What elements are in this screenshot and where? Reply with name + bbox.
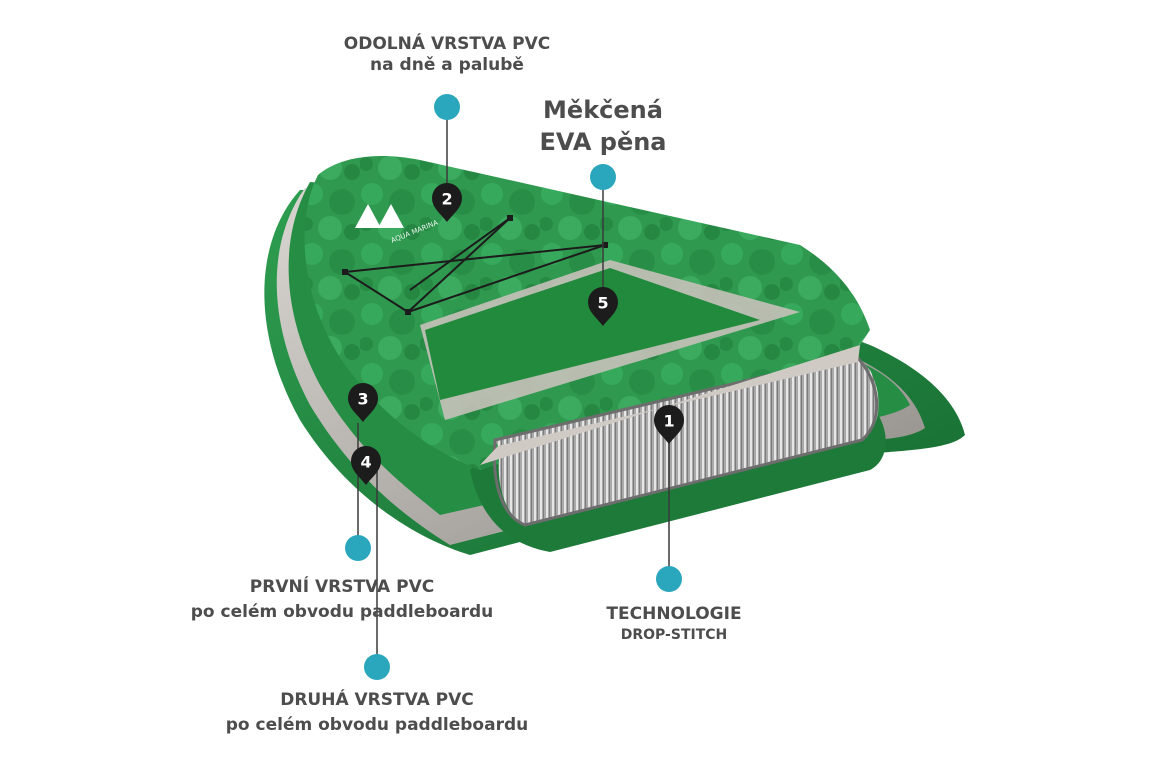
- marker-pin-1: 1: [654, 405, 684, 444]
- label-druha-vrstva: DRUHÁ VRSTVA PVC po celém obvodu paddleb…: [226, 688, 528, 737]
- label-tech-title: TECHNOLOGIE: [606, 604, 742, 624]
- marker-number-4: 4: [360, 453, 371, 472]
- label-prvni-subtitle: po celém obvodu paddleboardu: [190, 601, 494, 622]
- callout-dot-prvni: [345, 535, 371, 561]
- callout-dot-tech: [656, 566, 682, 592]
- label-mekcena-title: Měkčená: [543, 96, 663, 124]
- bungee-cords: [344, 217, 606, 313]
- label-druha-title: DRUHÁ VRSTVA PVC: [280, 690, 474, 710]
- bungee-anchors: [342, 215, 608, 315]
- marker-number-5: 5: [597, 294, 608, 313]
- core-top-skin: [480, 345, 860, 465]
- label-prvni-title: PRVNÍ VRSTVA PVC: [249, 577, 435, 597]
- callout-dot-druha: [364, 654, 390, 680]
- marker-pin-5: 5: [588, 287, 618, 326]
- label-mekcena-subtitle: EVA pěna: [539, 128, 667, 157]
- marker-number-2: 2: [441, 190, 452, 209]
- label-odolna-vrstva: ODOLNÁ VRSTVA PVC na dně a palubě: [344, 34, 550, 77]
- label-odolna-subtitle: na dně a palubě: [370, 55, 524, 76]
- label-mekcena-eva: Měkčená EVA pěna: [539, 94, 666, 159]
- marker-pin-4: 4: [351, 446, 381, 485]
- leader-lines: [357, 107, 670, 664]
- label-tech-subtitle: DROP-STITCH: [620, 627, 728, 644]
- marker-number-1: 1: [663, 412, 674, 431]
- marker-pin-3: 3: [348, 383, 378, 422]
- eva-foam-pad: [425, 268, 760, 400]
- label-odolna-title: ODOLNÁ VRSTVA PVC: [343, 34, 551, 54]
- marker-pin-2: 2: [432, 183, 462, 222]
- drop-stitch-core: [495, 355, 879, 525]
- label-druha-subtitle: po celém obvodu paddleboardu: [225, 714, 529, 735]
- marker-number-3: 3: [357, 390, 368, 409]
- label-technologie: TECHNOLOGIE DROP-STITCH: [606, 604, 741, 645]
- drop-stitch-outline: [492, 353, 879, 527]
- callout-dot-mekcena: [590, 164, 616, 190]
- callout-dot-odolna: [434, 94, 460, 120]
- label-prvni-vrstva: PRVNÍ VRSTVA PVC po celém obvodu paddleb…: [191, 575, 493, 624]
